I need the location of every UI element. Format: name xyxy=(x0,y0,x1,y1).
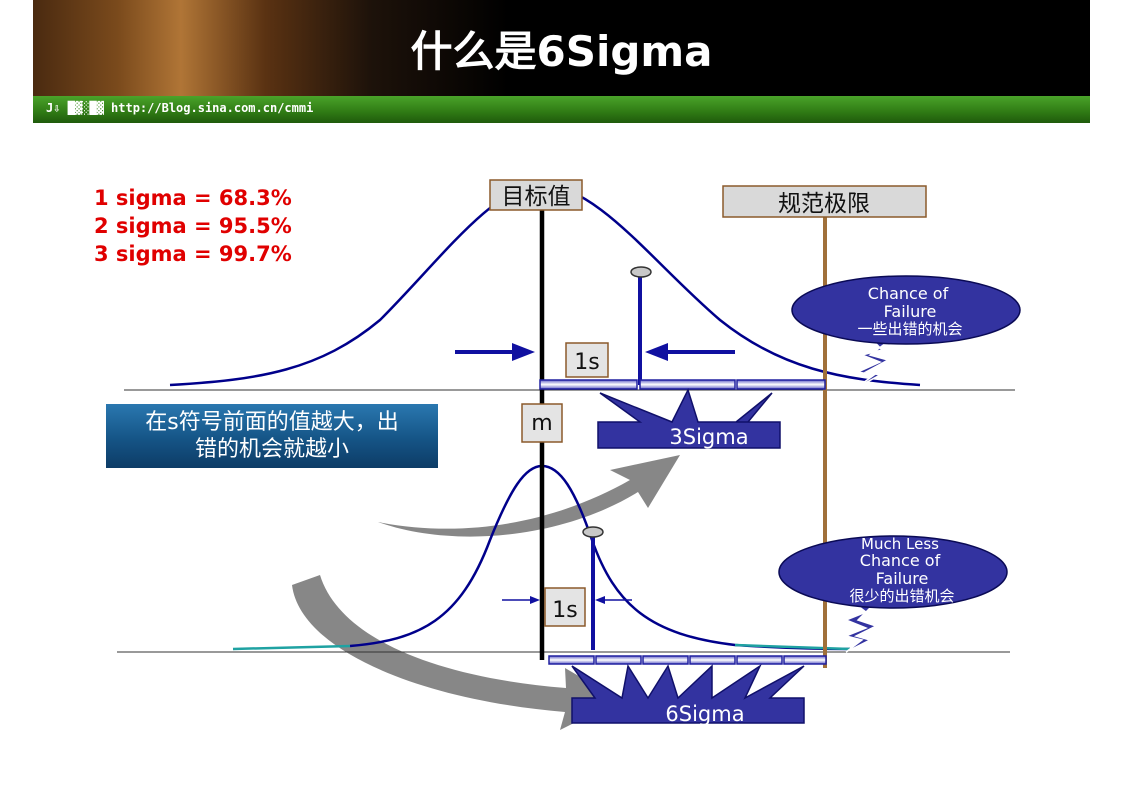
top-segment-2 xyxy=(639,379,736,390)
bottom-segment-6 xyxy=(783,655,827,665)
one-s-bottom-label: 1s xyxy=(552,598,577,623)
bottom-bubble xyxy=(778,535,1008,609)
three-sigma-callout xyxy=(597,388,781,449)
bottom-segment-5 xyxy=(736,655,783,665)
top-bubble-line3: 一些出错的机会 xyxy=(857,320,962,338)
bottom-left-tail xyxy=(232,644,351,651)
top-bubble-line2: Failure xyxy=(884,302,937,321)
header-band-text: J⇩ █▓░█▓ http://Blog.sina.com.cn/cmmi xyxy=(46,101,314,115)
spec-limit-label: 规范极限 xyxy=(778,191,870,217)
one-s-top-label: 1s xyxy=(574,350,599,375)
bottom-bubble-tail xyxy=(843,599,878,653)
top-bubble xyxy=(791,275,1021,345)
m-box xyxy=(521,403,563,443)
spec-limit-box xyxy=(722,185,927,218)
bottom-right-arrow xyxy=(595,596,605,604)
top-segment-1 xyxy=(539,379,638,390)
curved-arrow-upper xyxy=(378,455,680,537)
bottom-bubble-line1: Much Less xyxy=(861,535,939,553)
note-box: 在s符号前面的值越大，出 错的机会就越小 xyxy=(106,404,438,468)
bottom-bubble-line3: Failure xyxy=(876,569,929,588)
bottom-bell-curve xyxy=(349,464,851,651)
bottom-left-arrow xyxy=(530,596,540,604)
top-sigma-marker xyxy=(630,266,652,278)
six-sigma-label: 6Sigma xyxy=(665,702,744,726)
bottom-bubble-line4: 很少的出错机会 xyxy=(849,587,954,605)
header-band xyxy=(33,96,1090,123)
bottom-segment-2 xyxy=(595,655,642,665)
m-label: m xyxy=(531,411,552,436)
bottom-segment-3 xyxy=(642,655,689,665)
page-title: 什么是6Sigma xyxy=(410,27,713,76)
three-sigma-label: 3Sigma xyxy=(669,425,748,449)
one-s-top-box xyxy=(565,342,609,378)
header-image xyxy=(33,0,1090,96)
sigma-2-text: 2 sigma = 95.5% xyxy=(94,214,292,238)
six-sigma-callout xyxy=(571,663,805,724)
bottom-segment-4 xyxy=(689,655,736,665)
top-segment-3 xyxy=(736,379,826,390)
bottom-sigma-marker xyxy=(582,526,604,538)
bottom-bubble-line2: Chance of xyxy=(860,551,941,570)
target-label-box xyxy=(489,179,583,211)
one-s-bottom-box xyxy=(544,587,586,627)
top-bubble-line1: Chance of xyxy=(868,284,949,303)
sigma-1-text: 1 sigma = 68.3% xyxy=(94,186,292,210)
top-left-arrow xyxy=(512,343,535,361)
sigma-3-text: 3 sigma = 99.7% xyxy=(94,242,292,266)
bottom-segment-1 xyxy=(548,655,595,665)
note-line-2: 错的机会就越小 xyxy=(194,437,349,462)
target-label: 目标值 xyxy=(502,184,571,210)
sigma-percentages: 1 sigma = 68.3% 2 sigma = 95.5% 3 sigma … xyxy=(94,184,292,268)
note-line-1: 在s符号前面的值越大，出 xyxy=(145,410,399,435)
curved-arrow-lower xyxy=(292,575,620,730)
bottom-right-tail xyxy=(734,643,851,651)
top-right-arrow xyxy=(645,343,668,361)
